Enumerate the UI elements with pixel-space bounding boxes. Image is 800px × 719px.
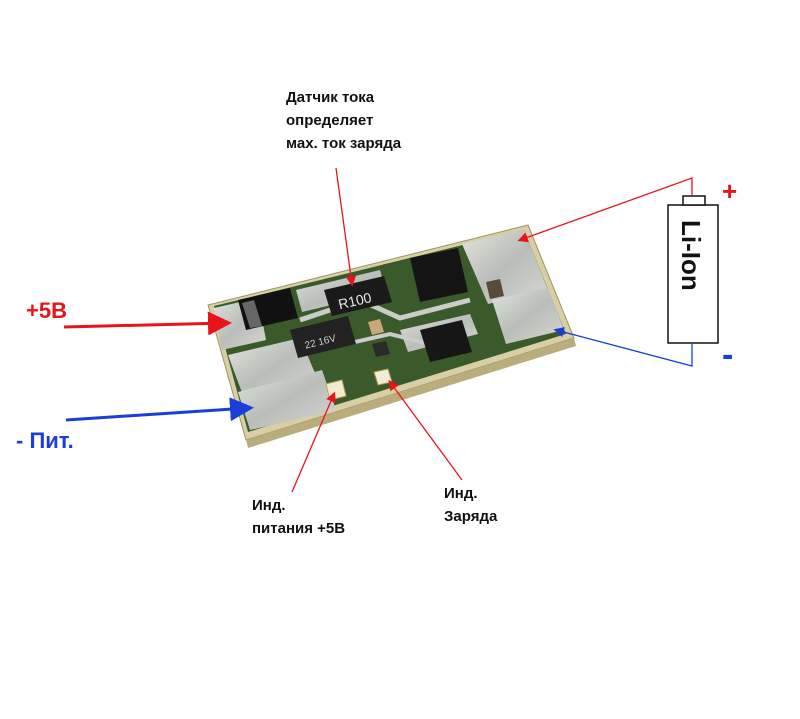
- pointer-charge-led: [388, 379, 463, 481]
- arrow-power-in: [63, 311, 232, 336]
- power-in-label: +5В: [26, 298, 67, 323]
- wire-battery-minus: [553, 326, 693, 367]
- power-gnd-label: - Пит.: [16, 428, 74, 453]
- power-indicator-label: Инд. питания +5В: [252, 494, 345, 540]
- led-power: [325, 379, 347, 401]
- current-sensor-label: Датчик тока определяет мах. ток заряда: [286, 86, 401, 155]
- charge-indicator-line-1: Инд.: [444, 485, 478, 502]
- current-sensor-line-3: мах. ток заряда: [286, 135, 402, 152]
- pointer-current-sensor: [335, 167, 357, 287]
- battery-symbol: Li-Ion: [667, 195, 719, 344]
- charge-indicator-label: Инд. Заряда: [444, 482, 497, 528]
- pointer-power-led: [291, 391, 336, 493]
- current-sensor-line-1: Датчик тока: [286, 89, 375, 106]
- battery-plus-label: +: [722, 176, 738, 206]
- power-indicator-line-1: Инд.: [252, 497, 286, 514]
- small-parts: [368, 279, 504, 357]
- charge-indicator-line-2: Заряда: [444, 508, 498, 525]
- sense-resistor: R100: [324, 276, 392, 316]
- pcb-board: [207, 224, 576, 448]
- battery-minus-label: -: [722, 336, 734, 374]
- power-indicator-line-2: питания +5В: [252, 520, 346, 537]
- diode-top-left: [238, 288, 298, 330]
- charger-ic: [420, 320, 472, 362]
- wire-battery-plus: [517, 177, 693, 243]
- battery-label: Li-Ion: [676, 220, 706, 291]
- current-sensor-line-2: определяет: [286, 112, 374, 129]
- mosfet-top: [410, 248, 468, 302]
- capacitor: 22 16V: [290, 316, 356, 358]
- sense-resistor-text: R100: [337, 289, 373, 312]
- arrow-power-gnd: [65, 397, 254, 422]
